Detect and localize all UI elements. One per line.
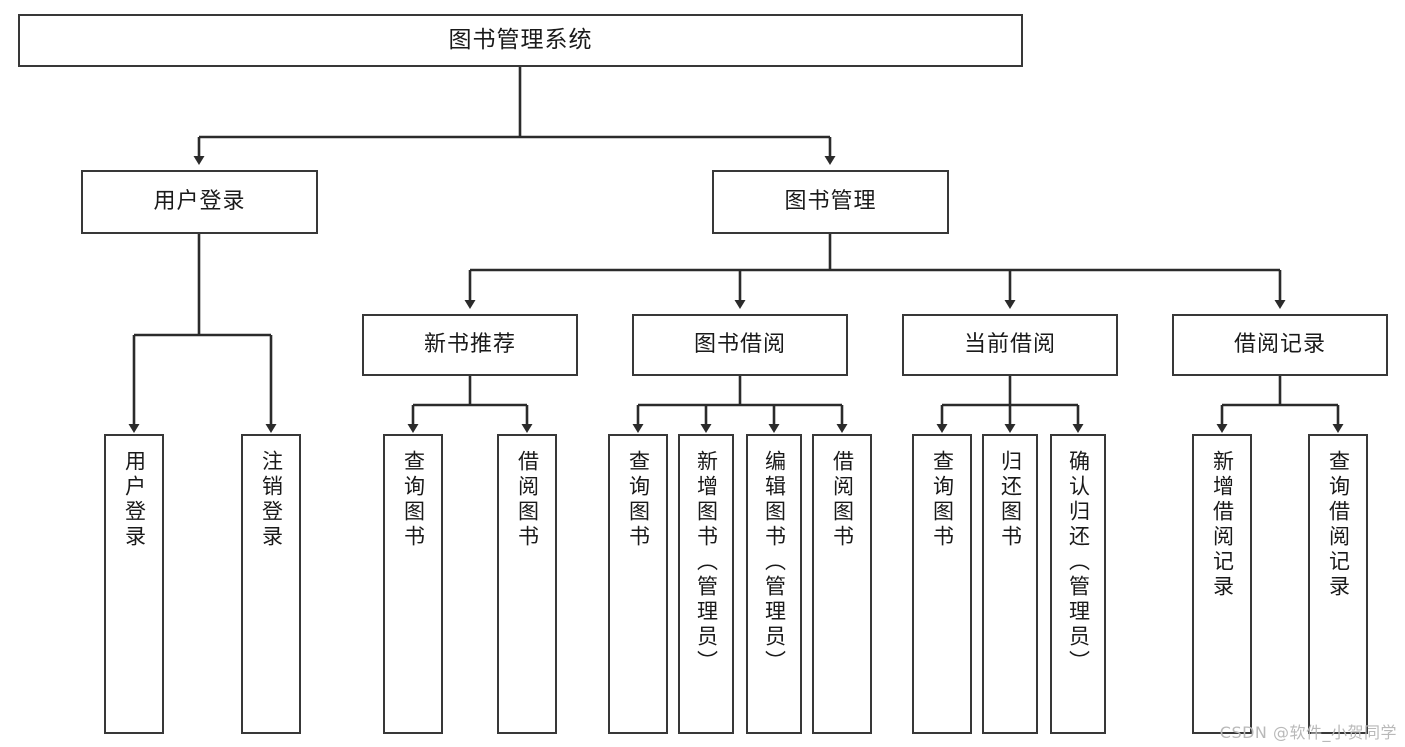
- node-label: 借阅图书: [515, 450, 540, 550]
- node-label: 查询图书: [626, 450, 651, 550]
- csdn-watermark: CSDN @软件_小贺同学: [1219, 723, 1397, 742]
- leaf-edit-book[interactable]: 编辑图书（管理员）: [746, 434, 802, 734]
- leaf-user-login[interactable]: 用户登录: [104, 434, 164, 734]
- leaf-query-book-borrow[interactable]: 查询图书: [608, 434, 668, 734]
- node-label: 新增图书（管理员）: [694, 450, 719, 675]
- node-label: 新增借阅记录: [1210, 450, 1235, 600]
- node-label: 借阅图书: [830, 450, 855, 550]
- leaf-confirm-return[interactable]: 确认归还（管理员）: [1050, 434, 1106, 734]
- node-label: 图书管理系统: [448, 26, 593, 53]
- leaf-add-borrow-record[interactable]: 新增借阅记录: [1192, 434, 1252, 734]
- node-label: 用户登录: [122, 450, 147, 550]
- node-new-book-recommend[interactable]: 新书推荐: [362, 314, 578, 376]
- node-label: 查询图书: [930, 450, 955, 550]
- node-label: 确认归还（管理员）: [1066, 450, 1091, 675]
- leaf-borrow-book[interactable]: 借阅图书: [812, 434, 872, 734]
- node-label: 图书借阅: [693, 332, 786, 358]
- node-book-borrow[interactable]: 图书借阅: [632, 314, 848, 376]
- node-label: 查询图书: [401, 450, 426, 550]
- node-label: 新书推荐: [423, 332, 516, 358]
- leaf-query-borrow-record[interactable]: 查询借阅记录: [1308, 434, 1368, 734]
- node-label: 编辑图书（管理员）: [762, 450, 787, 675]
- leaf-borrow-book-recommend[interactable]: 借阅图书: [497, 434, 557, 734]
- node-user-login[interactable]: 用户登录: [81, 170, 318, 234]
- node-current-borrow[interactable]: 当前借阅: [902, 314, 1118, 376]
- node-label: 图书管理: [784, 189, 877, 215]
- node-borrow-record[interactable]: 借阅记录: [1172, 314, 1388, 376]
- leaf-return-book[interactable]: 归还图书: [982, 434, 1038, 734]
- node-label: 注销登录: [259, 450, 284, 550]
- node-label: 归还图书: [998, 450, 1023, 550]
- leaf-logout[interactable]: 注销登录: [241, 434, 301, 734]
- node-label: 用户登录: [153, 189, 246, 215]
- node-label: 查询借阅记录: [1326, 450, 1351, 600]
- node-label: 借阅记录: [1233, 332, 1326, 358]
- node-root-system[interactable]: 图书管理系统: [18, 14, 1023, 67]
- leaf-query-book-current[interactable]: 查询图书: [912, 434, 972, 734]
- node-book-management[interactable]: 图书管理: [712, 170, 949, 234]
- leaf-add-book[interactable]: 新增图书（管理员）: [678, 434, 734, 734]
- node-label: 当前借阅: [963, 332, 1056, 358]
- leaf-query-book-recommend[interactable]: 查询图书: [383, 434, 443, 734]
